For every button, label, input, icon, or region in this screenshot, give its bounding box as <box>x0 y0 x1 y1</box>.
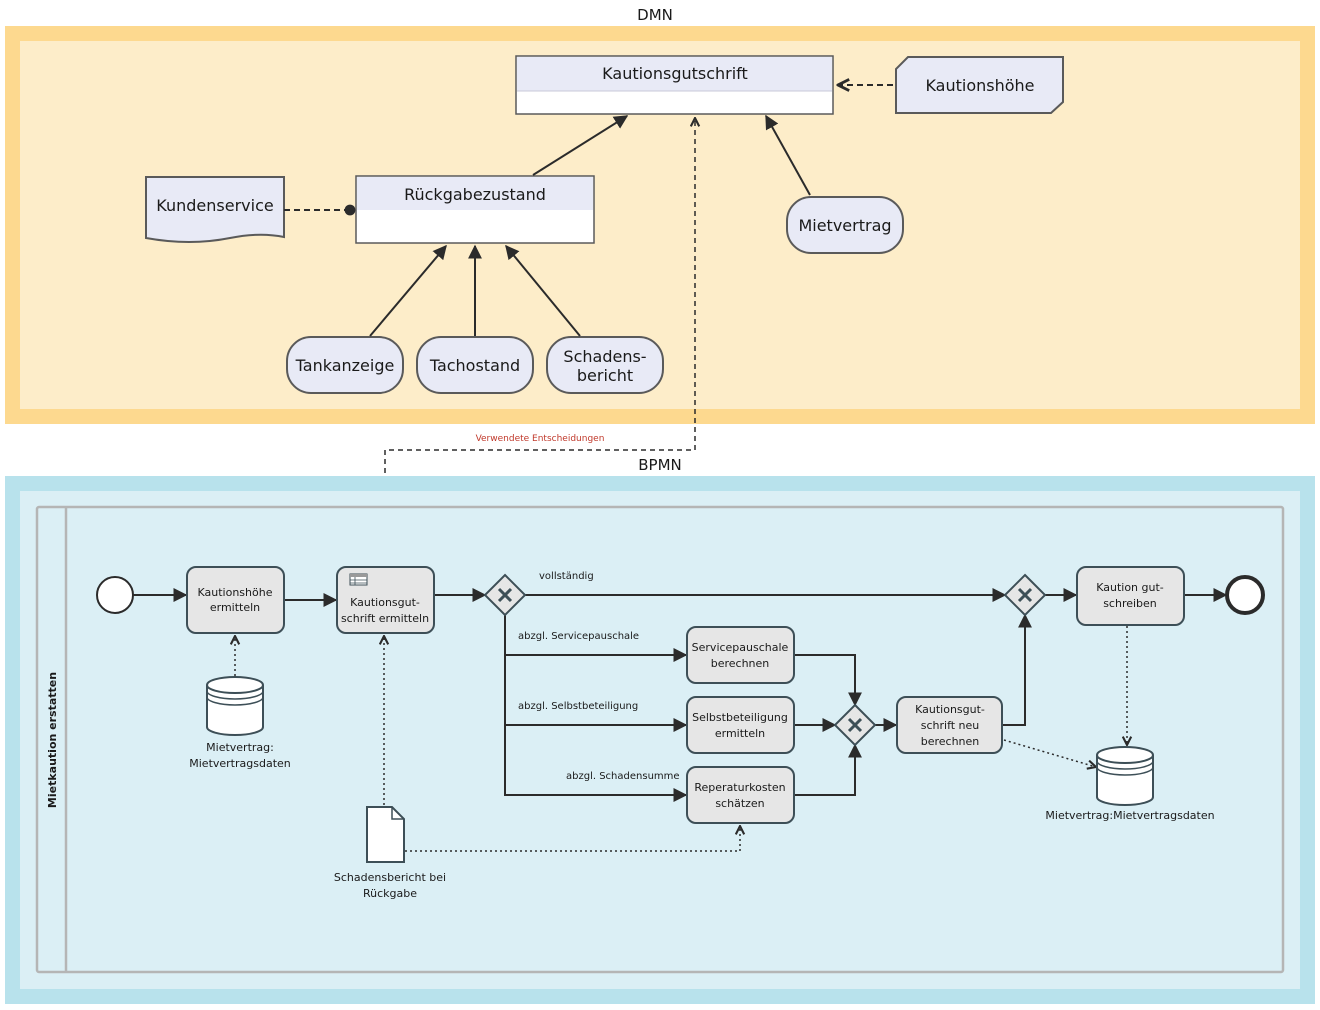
task-label-line1: Kaution gut- <box>1096 581 1164 594</box>
task-label-line2: schrift neu <box>921 719 980 732</box>
x-icon <box>497 587 513 603</box>
association-t6-store2 <box>1003 739 1096 767</box>
x-icon <box>1017 587 1033 603</box>
flow-label-schaden: abzgl. Schadensumme <box>566 771 680 782</box>
flow-t6-gw3 <box>1002 613 1032 726</box>
data-store-label-1: Mietvertrag: <box>206 741 274 754</box>
data-object-label-1: Schadensbericht bei <box>334 871 446 884</box>
business-rule-icon <box>349 573 368 586</box>
task-label-line1: Selbstbeteiligung <box>692 711 788 724</box>
knowledge-source-label: Kundenservice <box>156 196 273 215</box>
task-label-line1: Kautionsgut- <box>915 703 985 716</box>
lane-label: Mietkaution erstatten <box>46 672 59 808</box>
task-selbstbeteiligung-ermitteln[interactable]: Selbstbeteiligung ermitteln <box>686 696 795 754</box>
information-requirement-mietvertrag <box>765 114 811 196</box>
exclusive-gateway-join[interactable] <box>1003 573 1047 617</box>
task-label-line2: schrift ermitteln <box>341 612 429 625</box>
information-requirement-rueckgabe <box>532 115 629 176</box>
input-mietvertrag-label: Mietvertrag <box>798 216 891 235</box>
task-label-line1: Kautionsgut- <box>350 596 420 609</box>
decision-rueckgabezustand-label: Rückgabezustand <box>404 185 546 204</box>
flow-label-service: abzgl. Servicepauschale <box>518 631 639 642</box>
task-kautionshoehe-ermitteln[interactable]: Kautionshöhe ermitteln <box>186 566 285 634</box>
task-label-line2: schätzen <box>715 797 764 810</box>
data-store-2-label: Mietvertrag:Mietvertragsdaten <box>1045 809 1214 822</box>
input-schadensbericht-label-1: Schadens- <box>563 347 646 366</box>
task-kautionsgutschrift-neu-berechnen[interactable]: Kautionsgut- schrift neu berechnen <box>896 696 1003 754</box>
decision-link-label: Verwendete Entscheidungen <box>476 434 605 444</box>
flow-t5-gw2 <box>794 743 862 796</box>
input-tankanzeige-label: Tankanzeige <box>295 356 395 375</box>
input-schadensbericht[interactable]: Schadens- bericht <box>546 336 664 394</box>
decision-kautionsgutschrift[interactable]: Kautionsgutschrift <box>515 55 834 115</box>
input-tachostand[interactable]: Tachostand <box>416 336 534 394</box>
start-event[interactable] <box>96 576 134 614</box>
bpmn-section-label: BPMN <box>638 456 682 474</box>
flow-label-vollstaendig: vollständig <box>539 571 594 582</box>
knowledge-source-kundenservice[interactable]: Kundenservice <box>145 176 285 243</box>
task-label-line1: Servicepauschale <box>692 641 789 654</box>
information-requirement-tankanzeige <box>369 244 447 337</box>
task-label-line2: schreiben <box>1103 597 1157 610</box>
task-label-line1: Kautionshöhe <box>198 586 273 599</box>
business-knowledge-label: Kautionshöhe <box>925 76 1034 95</box>
input-mietvertrag[interactable]: Mietvertrag <box>786 196 904 254</box>
exclusive-gateway-split[interactable] <box>483 573 527 617</box>
flow-schadensumme <box>504 725 688 802</box>
information-requirement-schadensbericht <box>505 244 581 337</box>
task-label-line2: berechnen <box>711 657 770 670</box>
decision-kautionsgutschrift-label: Kautionsgutschrift <box>602 64 748 83</box>
dmn-section-label: DMN <box>637 6 673 24</box>
decision-rueckgabezustand[interactable]: Rückgabezustand <box>355 175 595 244</box>
data-object-schadensbericht[interactable] <box>366 806 405 863</box>
data-store-label-2: Mietvertragsdaten <box>189 757 291 770</box>
business-knowledge-kautionshoehe[interactable]: Kautionshöhe <box>895 56 1064 114</box>
association-object-t5 <box>405 826 740 852</box>
task-label-line1: Reperaturkosten <box>694 781 785 794</box>
pool <box>35 505 1285 974</box>
end-event[interactable] <box>1225 575 1265 615</box>
task-kaution-gutschreiben[interactable]: Kaution gut- schreiben <box>1076 566 1185 626</box>
data-store-mietvertrag-2[interactable] <box>1096 746 1154 806</box>
input-tachostand-label: Tachostand <box>429 356 520 375</box>
task-label-line3: berechnen <box>921 735 980 748</box>
input-schadensbericht-label-2: bericht <box>577 366 633 385</box>
task-label-line2: ermitteln <box>715 727 765 740</box>
data-store-mietvertrag[interactable] <box>206 676 264 736</box>
bpmn-container <box>20 491 1300 989</box>
task-label-line2: ermitteln <box>210 601 260 614</box>
exclusive-gateway-merge[interactable] <box>833 703 877 747</box>
flow-label-selbst: abzgl. Selbstbeteiligung <box>518 701 638 712</box>
task-reperaturkosten-schaetzen[interactable]: Reperaturkosten schätzen <box>686 766 795 824</box>
task-kautionsgutschrift-ermitteln[interactable]: Kautionsgut- schrift ermitteln <box>336 566 435 634</box>
task-servicepauschale-berechnen[interactable]: Servicepauschale berechnen <box>686 626 795 684</box>
flow-t3-gw2 <box>794 654 862 707</box>
input-tankanzeige[interactable]: Tankanzeige <box>286 336 404 394</box>
data-object-label-2: Rückgabe <box>363 887 417 900</box>
x-icon <box>847 717 863 733</box>
